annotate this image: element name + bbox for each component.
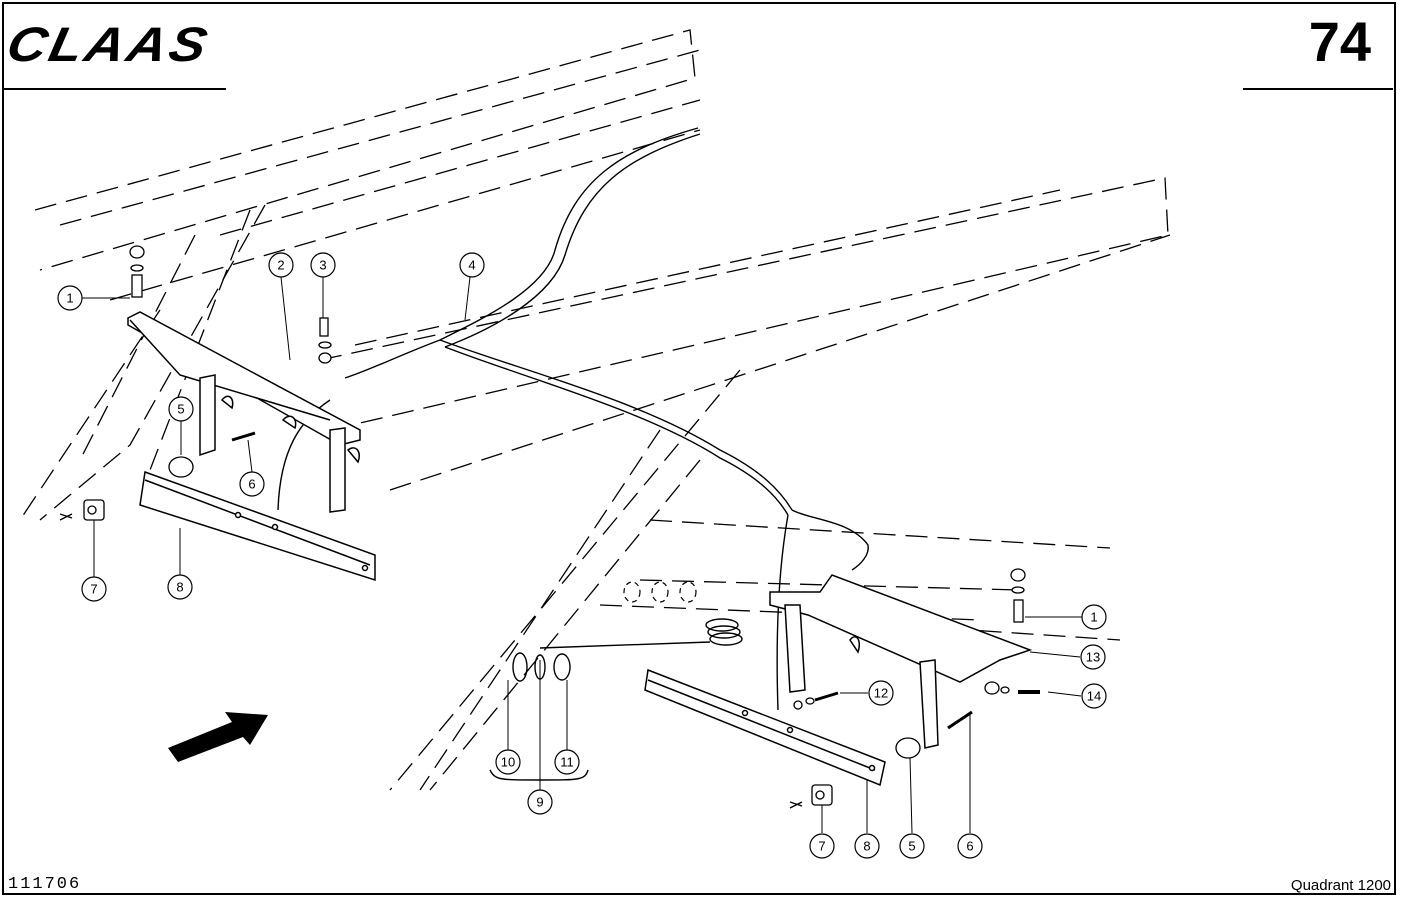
callout-6: 6 (239, 471, 265, 497)
callout-1-right: 1 (1081, 604, 1107, 630)
model-name: Quadrant 1200 (1290, 877, 1391, 894)
callout-13: 13 (1080, 644, 1106, 670)
brand-underline (4, 88, 226, 90)
svg-text:12: 12 (874, 686, 888, 701)
callout-5: 5 (168, 396, 194, 422)
chassis-holes (623, 581, 697, 603)
page-number: 74 (1308, 10, 1371, 73)
callout-8: 8 (167, 574, 193, 600)
callout-2: 2 (268, 252, 294, 278)
right-fasteners (789, 568, 1040, 809)
dashed-chassis-outline (19, 29, 1171, 791)
callout-12: 12 (868, 680, 894, 706)
svg-text:5: 5 (908, 839, 915, 854)
svg-text:5: 5 (177, 402, 184, 417)
svg-text:13: 13 (1086, 650, 1100, 665)
right-rail (644, 668, 886, 787)
svg-text:9: 9 (536, 795, 543, 810)
svg-text:7: 7 (90, 582, 97, 597)
svg-text:6: 6 (966, 839, 973, 854)
page-number-underline (1243, 88, 1393, 90)
right-bracket (769, 574, 1033, 749)
svg-text:10: 10 (501, 755, 515, 770)
callout-5-right: 5 (899, 833, 925, 859)
callout-9: 9 (527, 789, 553, 815)
callout-4: 4 (459, 252, 485, 278)
callout-3: 3 (310, 252, 336, 278)
callout-7: 7 (81, 576, 107, 602)
leader-lines (82, 276, 1082, 834)
svg-text:1: 1 (1090, 610, 1097, 625)
svg-text:7: 7 (818, 839, 825, 854)
left-fasteners (59, 245, 332, 521)
svg-text:3: 3 (319, 258, 326, 273)
svg-text:8: 8 (863, 839, 870, 854)
callout-8-right: 8 (854, 833, 880, 859)
svg-text:1: 1 (66, 291, 73, 306)
callout-1: 1 (57, 285, 83, 311)
direction-arrow (168, 712, 268, 762)
svg-text:8: 8 (176, 580, 183, 595)
callout-group: 1 2 3 4 5 6 7 8 1 13 12 14 10 11 9 7 8 5… (57, 252, 1107, 859)
svg-text:6: 6 (248, 477, 255, 492)
svg-text:4: 4 (468, 258, 475, 273)
callout-10: 10 (495, 749, 521, 775)
callout-7-right: 7 (809, 833, 835, 859)
drawing-number: 111706 (8, 875, 82, 894)
callout-6-right: 6 (957, 833, 983, 859)
svg-text:11: 11 (560, 755, 574, 770)
callout-14: 14 (1081, 683, 1107, 709)
cable-assembly (277, 127, 869, 711)
left-rail (139, 470, 376, 582)
svg-text:2: 2 (277, 258, 284, 273)
svg-text:14: 14 (1087, 689, 1101, 704)
left-bracket (127, 311, 361, 513)
callout-11: 11 (554, 749, 580, 775)
